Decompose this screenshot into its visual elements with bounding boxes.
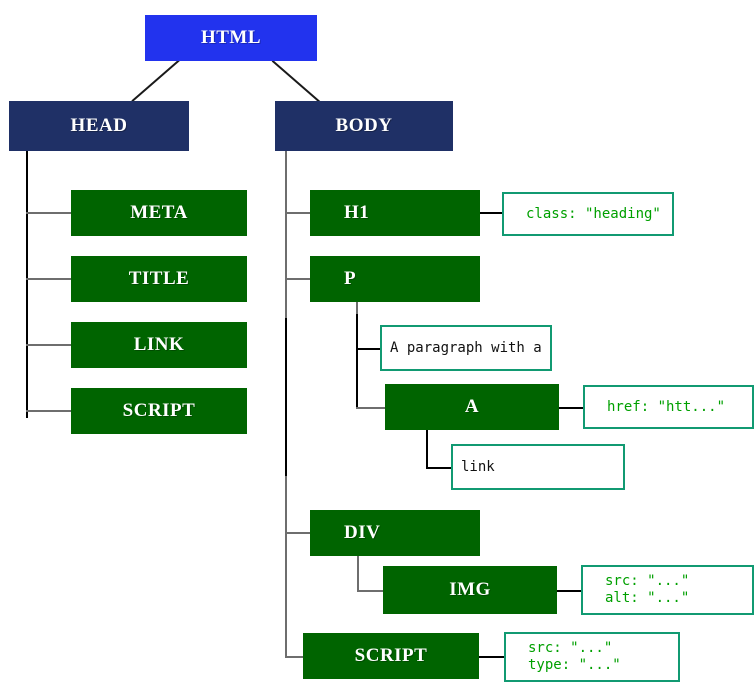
attr-line: class: "heading"	[526, 205, 661, 222]
connector-body-spine-mid	[285, 318, 287, 478]
connector-a-text-v	[426, 430, 428, 468]
connector-body-script	[285, 656, 311, 658]
node-title[interactable]: TITLE	[71, 256, 247, 302]
connector-head-link	[26, 344, 72, 346]
connector-h1-class	[479, 212, 503, 214]
connector-head-spine	[26, 150, 28, 418]
connector-body-h1	[285, 212, 311, 214]
connector-img-attrs	[556, 590, 582, 592]
connector-body-spine-lower	[285, 476, 287, 656]
connector-div-img-h	[357, 590, 383, 592]
textbox-link: link	[451, 444, 625, 490]
node-div[interactable]: DIV	[310, 510, 480, 556]
text-node-line: A paragraph with a	[390, 339, 542, 356]
node-h1[interactable]: H1	[310, 190, 480, 236]
connector-script-attrs	[479, 656, 505, 658]
node-body[interactable]: BODY	[275, 101, 453, 151]
text-node-line: link	[461, 458, 495, 475]
connector-body-div	[285, 532, 311, 534]
connector-html-head	[131, 58, 181, 102]
attrbox-a-href: href: "htt..."	[583, 385, 754, 429]
attr-line: alt: "..."	[605, 590, 690, 606]
attrbox-h1-class: class: "heading"	[502, 192, 674, 236]
connector-head-meta	[26, 212, 72, 214]
connector-p-spine-top	[356, 296, 358, 316]
node-meta[interactable]: META	[71, 190, 247, 236]
node-p[interactable]: P	[310, 256, 480, 302]
node-html[interactable]: HTML	[145, 15, 317, 61]
connector-a-text-h	[426, 467, 452, 469]
connector-p-text	[356, 348, 380, 350]
connector-p-a	[356, 407, 386, 409]
node-body-script[interactable]: SCRIPT	[303, 633, 479, 679]
connector-head-title	[26, 278, 72, 280]
attr-line: type: "..."	[528, 657, 621, 673]
connector-body-spine-upper	[285, 150, 287, 320]
node-head[interactable]: HEAD	[9, 101, 189, 151]
connector-head-script	[26, 410, 72, 412]
connector-div-img-v	[357, 556, 359, 592]
attr-line: href: "htt..."	[607, 398, 726, 415]
connector-body-p	[285, 278, 311, 280]
node-a[interactable]: A	[385, 384, 559, 430]
textbox-paragraph: A paragraph with a	[380, 325, 552, 371]
node-link[interactable]: LINK	[71, 322, 247, 368]
attrbox-script-attrs: src: "..." type: "..."	[504, 632, 680, 682]
connector-a-href	[558, 407, 584, 409]
node-img[interactable]: IMG	[383, 566, 557, 614]
connector-p-spine	[356, 314, 358, 408]
attr-line: src: "..."	[528, 640, 613, 656]
node-head-script[interactable]: SCRIPT	[71, 388, 247, 434]
attrbox-img-attrs: src: "..." alt: "..."	[581, 565, 754, 615]
attr-line: src: "..."	[605, 573, 690, 589]
